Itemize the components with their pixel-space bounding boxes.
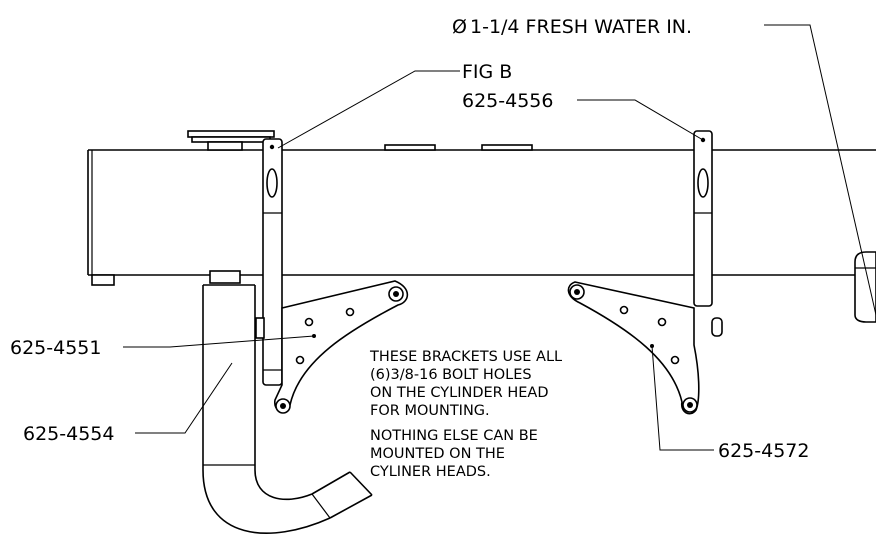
left-triangular-bracket: [274, 280, 409, 414]
fresh-water-inlet-fitting: [854, 251, 876, 323]
note-line: MOUNTED ON THE: [370, 446, 505, 462]
note-line: NOTHING ELSE CAN BE: [370, 428, 538, 444]
leader-lines: [123, 24, 876, 451]
label-625-4572: 625-4572: [718, 440, 809, 462]
label-625-4556: 625-4556: [462, 90, 553, 112]
exhaust-pipe: [202, 270, 373, 534]
note-line: ON THE CYLINDER HEAD: [370, 385, 549, 401]
pipe-side-fitting: [255, 317, 265, 339]
engine-body: [87, 149, 876, 286]
note-line: FOR MOUNTING.: [370, 403, 490, 419]
callout-labels: Ø 1-1/4 FRESH WATER IN. FIG B 625-4556 6…: [10, 16, 809, 462]
right-vertical-bracket: [693, 130, 713, 307]
note-line: CYLINER HEADS.: [370, 464, 491, 480]
note-line: THESE BRACKETS USE ALL: [369, 349, 562, 365]
diameter-symbol: Ø: [452, 16, 467, 38]
label-fig-b: FIG B: [462, 61, 512, 83]
label-625-4554: 625-4554: [23, 423, 114, 445]
mounting-note: THESE BRACKETS USE ALL (6)3/8-16 BOLT HO…: [369, 349, 562, 480]
label-fresh-water-in: 1-1/4 FRESH WATER IN.: [470, 16, 692, 38]
left-vertical-bracket: [262, 138, 283, 386]
label-625-4551: 625-4551: [10, 337, 101, 359]
top-fittings: [187, 130, 533, 151]
note-line: (6)3/8-16 BOLT HOLES: [370, 367, 532, 383]
right-triangular-bracket: [567, 281, 723, 415]
